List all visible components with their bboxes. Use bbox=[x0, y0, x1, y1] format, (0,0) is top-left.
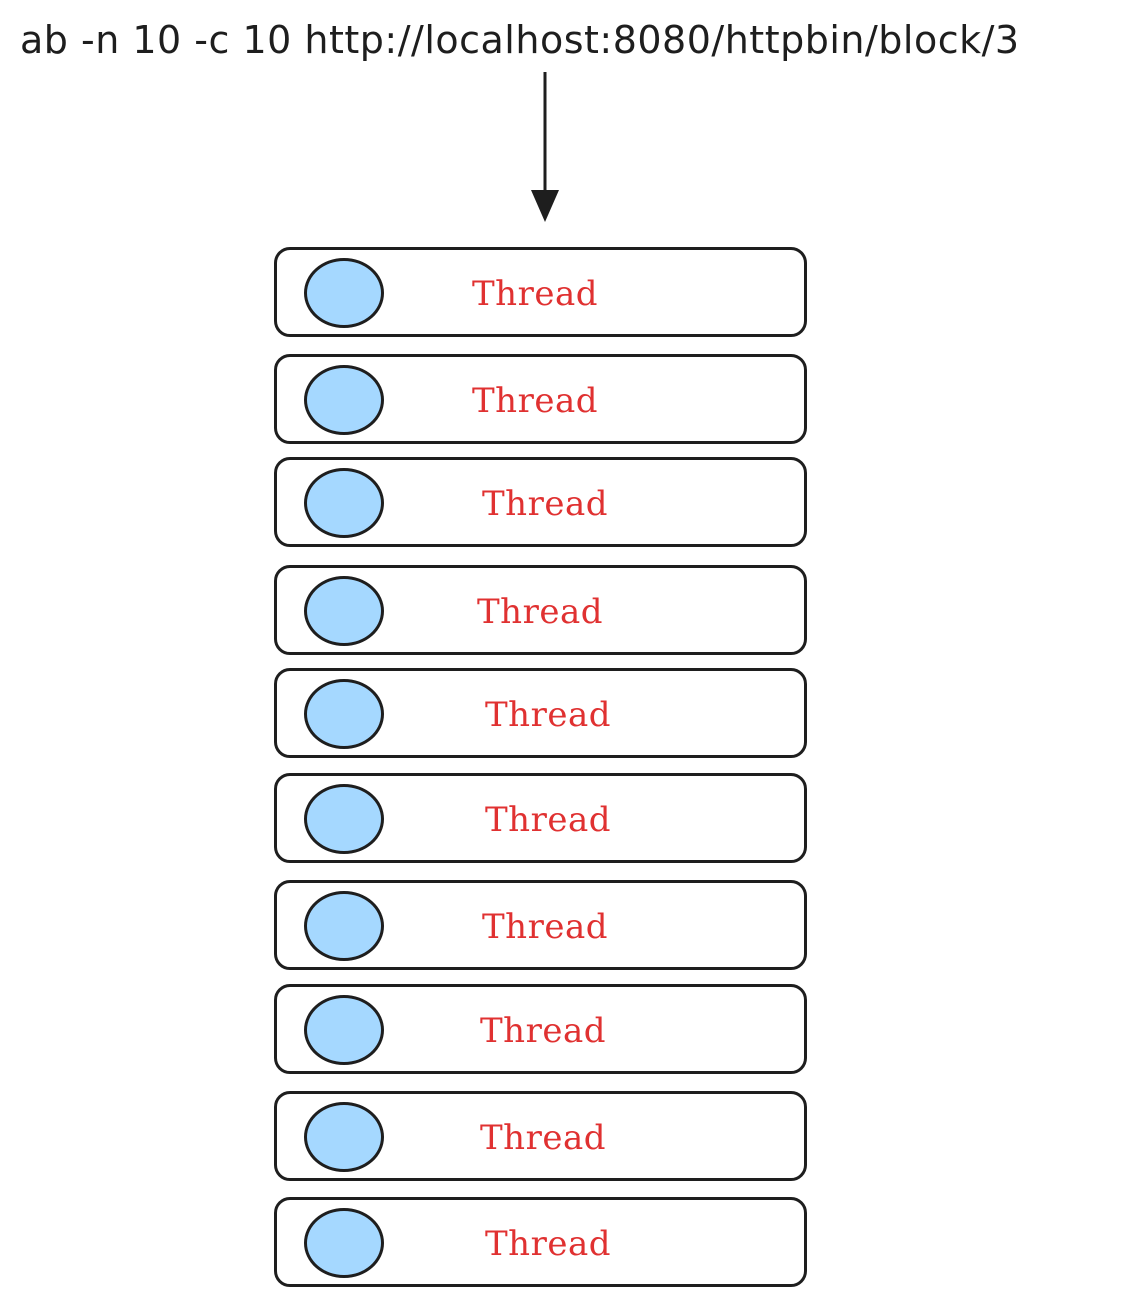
thread-box: Thread bbox=[274, 1091, 807, 1181]
thread-label: Thread bbox=[477, 592, 603, 632]
thread-box: Thread bbox=[274, 247, 807, 337]
thread-circle-icon bbox=[304, 995, 384, 1065]
thread-circle-icon bbox=[304, 1102, 384, 1172]
thread-box: Thread bbox=[274, 565, 807, 655]
thread-circle-icon bbox=[304, 679, 384, 749]
thread-box: Thread bbox=[274, 668, 807, 758]
command-text: ab -n 10 -c 10 http://localhost:8080/htt… bbox=[20, 18, 1020, 62]
thread-label: Thread bbox=[485, 695, 611, 735]
thread-box: Thread bbox=[274, 457, 807, 547]
thread-box: Thread bbox=[274, 1197, 807, 1287]
thread-label: Thread bbox=[482, 484, 608, 524]
thread-label: Thread bbox=[480, 1011, 606, 1051]
thread-box: Thread bbox=[274, 984, 807, 1074]
thread-circle-icon bbox=[304, 365, 384, 435]
thread-circle-icon bbox=[304, 468, 384, 538]
thread-circle-icon bbox=[304, 891, 384, 961]
thread-box: Thread bbox=[274, 880, 807, 970]
thread-circle-icon bbox=[304, 258, 384, 328]
thread-label: Thread bbox=[485, 800, 611, 840]
thread-label: Thread bbox=[472, 381, 598, 421]
request-arrow bbox=[531, 72, 559, 222]
thread-label: Thread bbox=[485, 1224, 611, 1264]
thread-circle-icon bbox=[304, 1208, 384, 1278]
thread-box: Thread bbox=[274, 354, 807, 444]
thread-label: Thread bbox=[482, 907, 608, 947]
thread-box: Thread bbox=[274, 773, 807, 863]
thread-circle-icon bbox=[304, 576, 384, 646]
thread-label: Thread bbox=[472, 274, 598, 314]
thread-circle-icon bbox=[304, 784, 384, 854]
thread-label: Thread bbox=[480, 1118, 606, 1158]
